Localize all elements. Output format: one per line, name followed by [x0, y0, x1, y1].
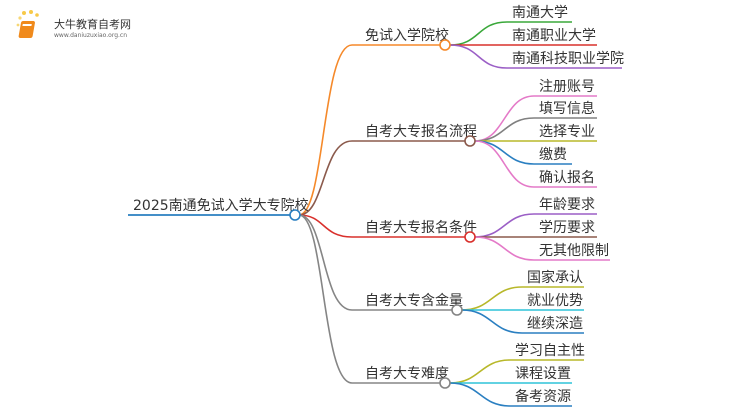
- leaf-node-2-5[interactable]: 确认报名: [539, 170, 595, 186]
- leaf-node-3-1[interactable]: 年龄要求: [539, 197, 595, 213]
- leaf-connector: [474, 95, 597, 142]
- leaf-connector: [449, 382, 572, 407]
- leaf-node-5-3[interactable]: 备考资源: [515, 388, 571, 405]
- collapse-toggle-5[interactable]: [439, 377, 451, 389]
- leaf-node-1-1[interactable]: 南通大学: [512, 5, 568, 21]
- leaf-node-4-2[interactable]: 就业优势: [527, 293, 583, 309]
- logo-url: www.daniuzuxiao.org.cn: [54, 32, 128, 39]
- branch-connector: [298, 140, 465, 216]
- root-node[interactable]: 2025南通免试入学大专院校: [133, 197, 309, 214]
- branch-connector: [298, 214, 452, 311]
- branch-node-2[interactable]: 自考大专报名流程: [365, 124, 477, 140]
- branch-node-5[interactable]: 自考大专难度: [365, 366, 449, 382]
- leaf-node-1-2[interactable]: 南通职业大学: [512, 28, 596, 44]
- leaf-node-2-3[interactable]: 选择专业: [539, 124, 595, 140]
- leaf-connector: [474, 236, 610, 261]
- logo-title: 大牛教育自考网: [54, 18, 131, 31]
- leaf-connector: [474, 117, 597, 142]
- leaf-node-5-2[interactable]: 课程设置: [515, 366, 571, 382]
- root-collapse-toggle[interactable]: [289, 209, 301, 221]
- leaf-connector: [461, 309, 584, 334]
- leaf-node-2-2[interactable]: 填写信息: [539, 100, 595, 117]
- book-logo-icon: [16, 10, 39, 38]
- leaf-node-4-3[interactable]: 继续深造: [527, 315, 583, 332]
- branch-connector: [298, 214, 440, 384]
- leaf-node-3-2[interactable]: 学历要求: [539, 220, 595, 236]
- leaf-connector: [461, 286, 584, 311]
- leaf-connector: [449, 359, 584, 384]
- leaf-connector: [474, 140, 597, 188]
- collapse-toggle-2[interactable]: [464, 135, 476, 147]
- leaf-connector: [449, 21, 572, 46]
- leaf-node-2-4[interactable]: 缴费: [539, 147, 567, 163]
- branch-node-4[interactable]: 自考大专含金量: [365, 293, 463, 309]
- leaf-node-5-1[interactable]: 学习自主性: [515, 343, 585, 359]
- collapse-toggle-1[interactable]: [439, 39, 451, 51]
- branch-node-1[interactable]: 免试入学院校: [365, 27, 449, 44]
- leaf-node-1-3[interactable]: 南通科技职业学院: [512, 51, 624, 67]
- branch-node-3[interactable]: 自考大专报名条件: [365, 219, 477, 236]
- branch-connector: [298, 44, 440, 216]
- leaf-node-3-3[interactable]: 无其他限制: [539, 243, 609, 259]
- branch-connector: [298, 214, 465, 238]
- leaf-node-4-1[interactable]: 国家承认: [527, 269, 583, 286]
- collapse-toggle-4[interactable]: [451, 304, 463, 316]
- collapse-toggle-3[interactable]: [464, 231, 476, 243]
- leaf-connector: [449, 44, 622, 69]
- leaf-connector: [474, 213, 597, 238]
- leaf-node-2-1[interactable]: 注册账号: [539, 79, 595, 95]
